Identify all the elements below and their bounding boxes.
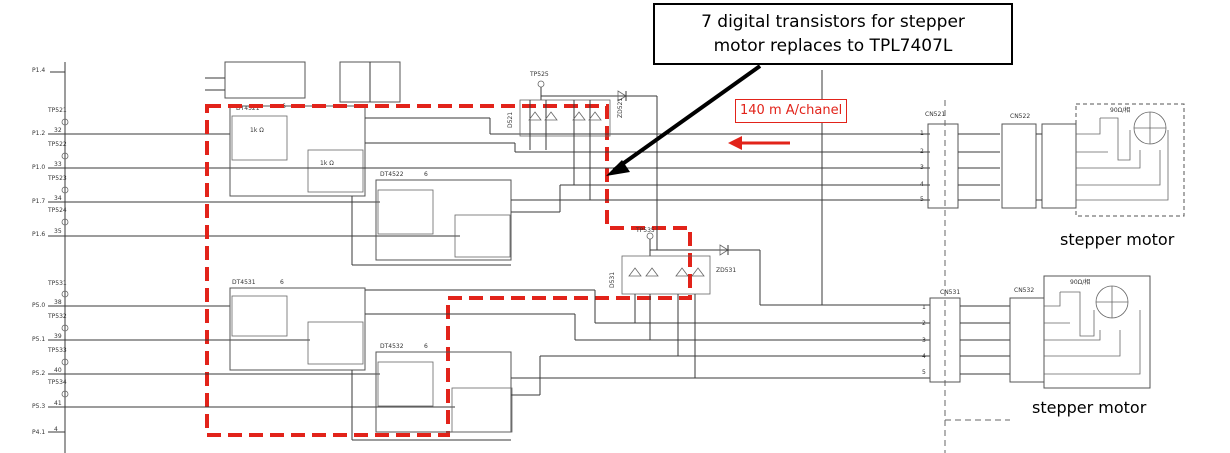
cn521-connector: CN521 1 2 3 4 5 CN522 [920,111,1077,209]
cut-label: P1.4 [32,67,45,74]
svg-text:6: 6 [280,279,284,286]
svg-text:4: 4 [920,181,924,188]
motor-label-upper: stepper motor [1060,230,1175,249]
upper-transistor-arrays: DT4521 6 1k Ω 1k Ω DT4522 6 [229,103,512,261]
lower-diode-array: TP535 D531 ZD531 [609,227,760,378]
pin-num: 34 [54,195,62,202]
tp533-label: TP533 [47,347,67,354]
pin-p5-0: P5.0 [32,302,45,309]
d531-label: D531 [609,272,616,288]
tp522-label: TP522 [47,141,67,148]
motor-rating: 90Ω/相 [1110,106,1130,114]
tp531-label: TP531 [47,280,67,287]
top-partial-chip [224,61,306,99]
pin-p5-1: P5.1 [32,336,45,343]
svg-text:5: 5 [920,196,924,203]
dt4532-label: DT4532 [380,343,404,350]
pin-num: 32 [54,127,62,134]
tp532-label: TP532 [47,313,67,320]
tp535-label: TP535 [635,227,655,234]
cn532-label: CN532 [1014,287,1034,294]
zd531-label: ZD531 [716,267,736,274]
cn521-label: CN521 [925,111,945,118]
dt4531-label: DT4531 [232,279,256,286]
svg-text:6: 6 [424,343,428,350]
callout-box: 7 digital transistors for stepper motor … [653,3,1013,65]
lower-input-pins: TP531 TP532 TP533 TP534 P5.0 P5.1 P5.2 P… [32,280,455,436]
motor-label-lower: stepper motor [1032,398,1147,417]
lower-stepper-motor: 90Ω/相 [1043,275,1151,389]
callout-line-1: 7 digital transistors for stepper [701,12,965,32]
upper-diode-array: TP525 D521 ZD521 [507,71,658,250]
zd521-label: ZD521 [617,98,624,118]
d521-label: D521 [507,112,514,128]
svg-text:1k Ω: 1k Ω [250,127,264,134]
tp521-label: TP521 [47,107,67,114]
pin-p1-7: P1.7 [32,198,45,205]
pin-num: 41 [54,400,62,407]
svg-text:4: 4 [922,353,926,360]
lower-transistor-arrays: DT4531 6 DT4532 6 [229,279,513,433]
pin-num: 40 [54,367,62,374]
upper-input-pins: TP521 TP522 TP523 TP524 P1.2 P1.0 P1.7 P… [32,107,460,238]
cn531-connector: CN531 1 2 3 4 5 CN532 [922,287,1045,383]
dt4521-label: DT4521 [236,105,260,112]
pin-num: 35 [54,228,62,235]
tp525-label: TP525 [529,71,549,78]
callout-arrow [612,64,762,172]
tp523-label: TP523 [47,175,67,182]
svg-text:5: 5 [922,369,926,376]
pin-p4-1: P4.1 [32,429,45,436]
pin-p1-2: P1.2 [32,130,45,137]
current-rating-label: 140 m A/chanel [735,99,848,123]
cn522-label: CN522 [1010,113,1030,120]
svg-text:1: 1 [922,304,926,311]
highlight-region [205,104,692,437]
callout-line-2: motor replaces to TPL7407L [713,36,953,56]
pin-num: 4 [54,426,58,433]
pin-p1-0: P1.0 [32,164,45,171]
tp534-label: TP534 [47,379,67,386]
svg-text:2: 2 [922,320,926,327]
motor-rating: 90Ω/相 [1070,278,1090,286]
svg-text:3: 3 [920,164,924,171]
pin-p5-2: P5.2 [32,370,45,377]
dt4522-label: DT4522 [380,171,404,178]
pin-p5-3: P5.3 [32,403,45,410]
svg-text:6: 6 [424,171,428,178]
pin-p1-6: P1.6 [32,231,45,238]
pin-num: 33 [54,161,62,168]
svg-text:2: 2 [920,148,924,155]
pin-num: 39 [54,333,62,340]
tp524-label: TP524 [47,207,67,214]
svg-text:3: 3 [922,337,926,344]
svg-text:1: 1 [920,130,924,137]
svg-text:1k Ω: 1k Ω [320,160,334,167]
pin-num: 38 [54,299,62,306]
upper-stepper-motor: 90Ω/相 [1075,103,1185,217]
cn531-label: CN531 [940,289,960,296]
